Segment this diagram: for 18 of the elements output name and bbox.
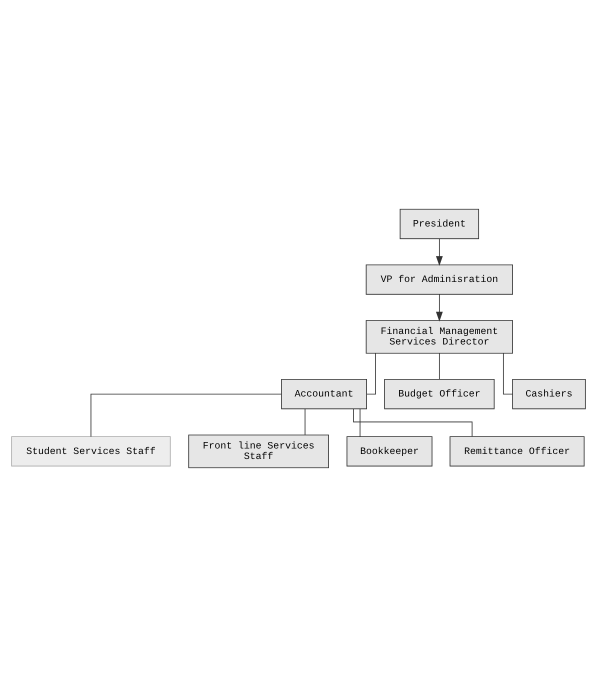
node-box: VP for Adminisration [366,264,513,294]
arrow [436,238,443,266]
node-box: Remittance Officer [450,436,585,466]
arrow [436,293,443,322]
node-box: Financial Management Services Director [366,320,513,354]
connector [502,352,513,394]
node-box: Budget Officer [384,378,495,409]
node-box: President [400,208,480,239]
node-box: Bookkeeper [346,436,432,466]
connector [353,408,473,436]
node-box: Student Services Staff [11,436,171,466]
connector [366,352,376,394]
connector [438,352,440,380]
connector [304,408,306,435]
node-box: Accountant [281,378,367,409]
connector [90,393,282,437]
node-box: Cashiers [512,378,586,409]
node-box: Front line Services Staff [188,434,329,468]
